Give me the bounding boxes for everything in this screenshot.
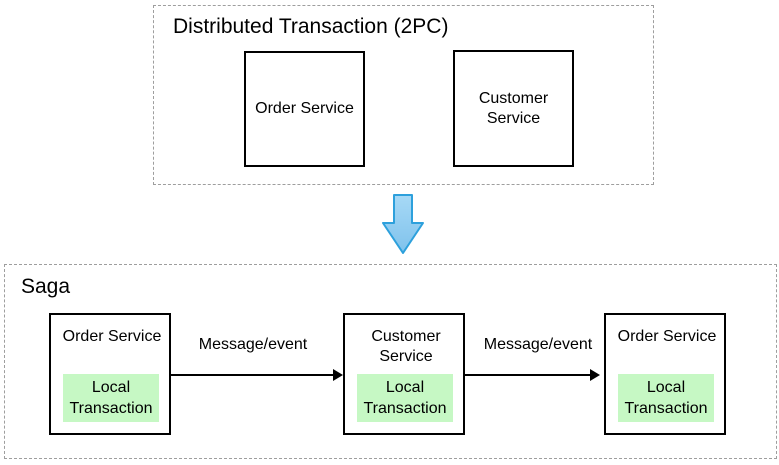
group-saga: Saga Order Service Local Transaction Mes… (4, 264, 777, 459)
local-transaction-box: Local Transaction (63, 374, 159, 422)
local-transaction-box: Local Transaction (357, 374, 453, 422)
node-label: Customer Service (478, 89, 549, 127)
down-arrow-icon (382, 194, 424, 254)
arrow-head-icon (333, 369, 343, 381)
node-order-service-saga-2: Order Service Local Transaction (604, 313, 726, 435)
message-event-label-2: Message/event (483, 336, 593, 353)
message-arrow-line-1 (171, 374, 337, 376)
group-title-saga: Saga (21, 275, 71, 298)
message-arrow-line-2 (465, 374, 598, 376)
node-customer-service-2pc: Customer Service (453, 50, 574, 167)
local-transaction-label: Local Transaction (624, 379, 708, 417)
node-label: Order Service (255, 100, 354, 117)
node-order-service-saga-1: Order Service Local Transaction (49, 313, 171, 435)
node-label: Customer Service (371, 328, 441, 365)
node-label: Order Service (617, 328, 717, 345)
local-transaction-box: Local Transaction (618, 374, 714, 422)
node-order-service-2pc: Order Service (244, 51, 365, 167)
local-transaction-label: Local Transaction (69, 379, 153, 417)
group-distributed-transaction-2pc: Distributed Transaction (2PC) Order Serv… (153, 5, 654, 185)
node-customer-service-saga: Customer Service Local Transaction (343, 313, 465, 435)
local-transaction-label: Local Transaction (363, 379, 447, 417)
group-title-2pc: Distributed Transaction (2PC) (173, 15, 449, 38)
node-label: Order Service (62, 328, 162, 345)
arrow-head-icon (590, 369, 600, 381)
message-event-label-1: Message/event (198, 336, 308, 353)
